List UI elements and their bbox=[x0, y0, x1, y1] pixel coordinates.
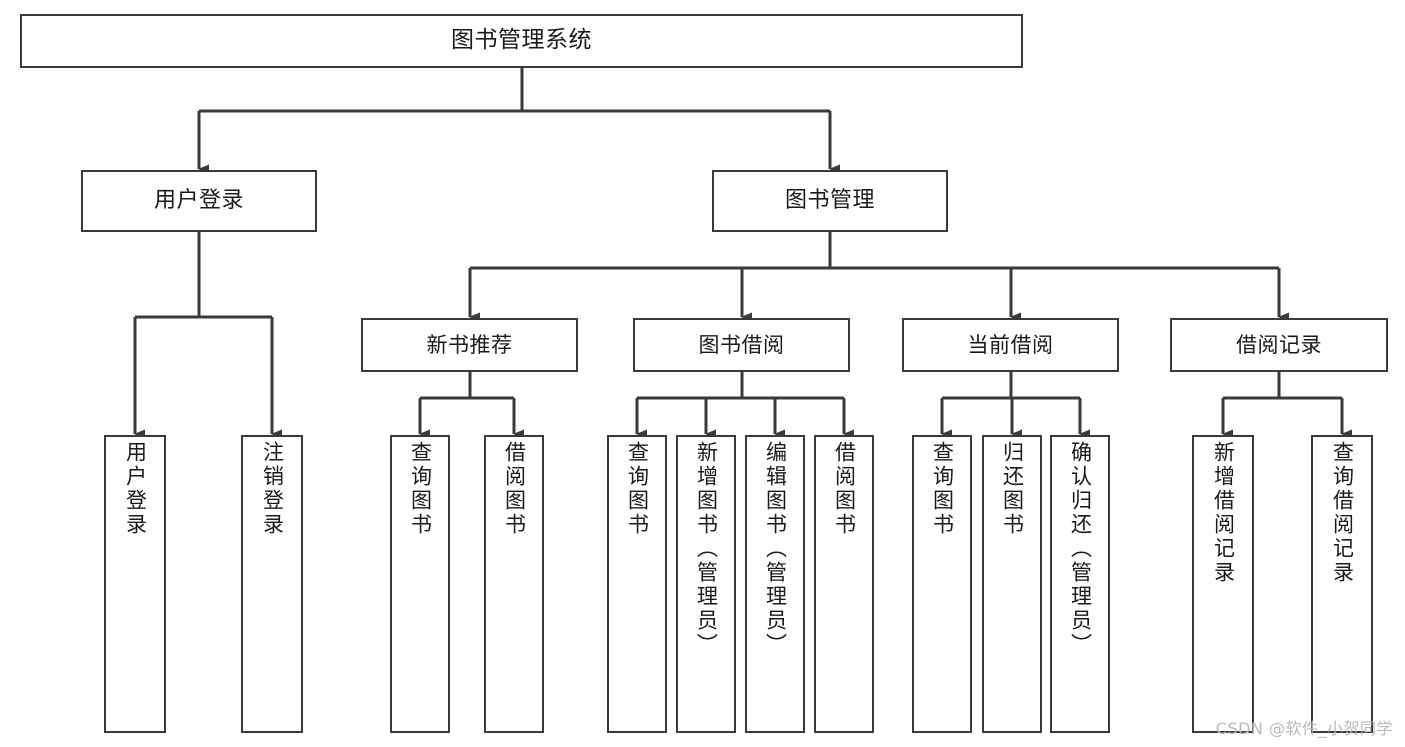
node-label: 借阅记录 bbox=[1236, 332, 1322, 357]
node-leaf-user-logout[interactable]: 注销登录 bbox=[241, 435, 303, 733]
node-user-login[interactable]: 用户登录 bbox=[81, 170, 317, 232]
node-label: 图书管理 bbox=[784, 188, 875, 214]
node-label: 图书管理系统 bbox=[451, 27, 592, 54]
node-label: 查询图书 bbox=[930, 441, 955, 537]
node-label: 编辑图书（管理员） bbox=[763, 441, 788, 657]
node-leaf-borrow-book-1[interactable]: 借阅图书 bbox=[484, 435, 544, 733]
node-book-manage[interactable]: 图书管理 bbox=[712, 170, 948, 232]
node-leaf-add-book[interactable]: 新增图书（管理员） bbox=[676, 435, 736, 733]
node-leaf-confirm-return[interactable]: 确认归还（管理员） bbox=[1050, 435, 1110, 733]
node-label: 归还图书 bbox=[1000, 441, 1025, 537]
node-leaf-return-book[interactable]: 归还图书 bbox=[982, 435, 1042, 733]
node-label: 新书推荐 bbox=[426, 332, 513, 357]
node-current-borrow[interactable]: 当前借阅 bbox=[902, 318, 1119, 372]
node-label: 借阅图书 bbox=[502, 441, 527, 537]
node-label: 查询借阅记录 bbox=[1330, 441, 1355, 585]
node-leaf-add-record[interactable]: 新增借阅记录 bbox=[1192, 435, 1254, 733]
node-leaf-query-book-3[interactable]: 查询图书 bbox=[912, 435, 972, 733]
node-label: 注销登录 bbox=[260, 441, 285, 537]
node-root[interactable]: 图书管理系统 bbox=[20, 14, 1023, 68]
node-label: 查询图书 bbox=[408, 441, 433, 537]
node-leaf-user-login[interactable]: 用户登录 bbox=[104, 435, 166, 733]
node-borrow-record[interactable]: 借阅记录 bbox=[1170, 318, 1388, 372]
node-label: 查询图书 bbox=[625, 441, 650, 537]
node-label: 新增借阅记录 bbox=[1211, 441, 1236, 585]
node-label: 新增图书（管理员） bbox=[694, 441, 719, 657]
node-leaf-query-record[interactable]: 查询借阅记录 bbox=[1311, 435, 1373, 733]
node-leaf-query-book-1[interactable]: 查询图书 bbox=[390, 435, 450, 733]
node-book-borrow[interactable]: 图书借阅 bbox=[633, 318, 850, 372]
node-label: 确认归还（管理员） bbox=[1068, 441, 1093, 657]
watermark-text: CSDN @软件_小贺同学 bbox=[1215, 719, 1393, 738]
node-leaf-edit-book[interactable]: 编辑图书（管理员） bbox=[745, 435, 805, 733]
node-label: 借阅图书 bbox=[832, 441, 857, 537]
node-leaf-query-book-2[interactable]: 查询图书 bbox=[607, 435, 667, 733]
node-label: 图书借阅 bbox=[698, 332, 785, 357]
node-label: 用户登录 bbox=[123, 441, 148, 537]
node-label: 用户登录 bbox=[153, 188, 244, 214]
node-new-book-rec[interactable]: 新书推荐 bbox=[361, 318, 578, 372]
node-label: 当前借阅 bbox=[967, 332, 1054, 357]
node-leaf-borrow-book-2[interactable]: 借阅图书 bbox=[814, 435, 874, 733]
